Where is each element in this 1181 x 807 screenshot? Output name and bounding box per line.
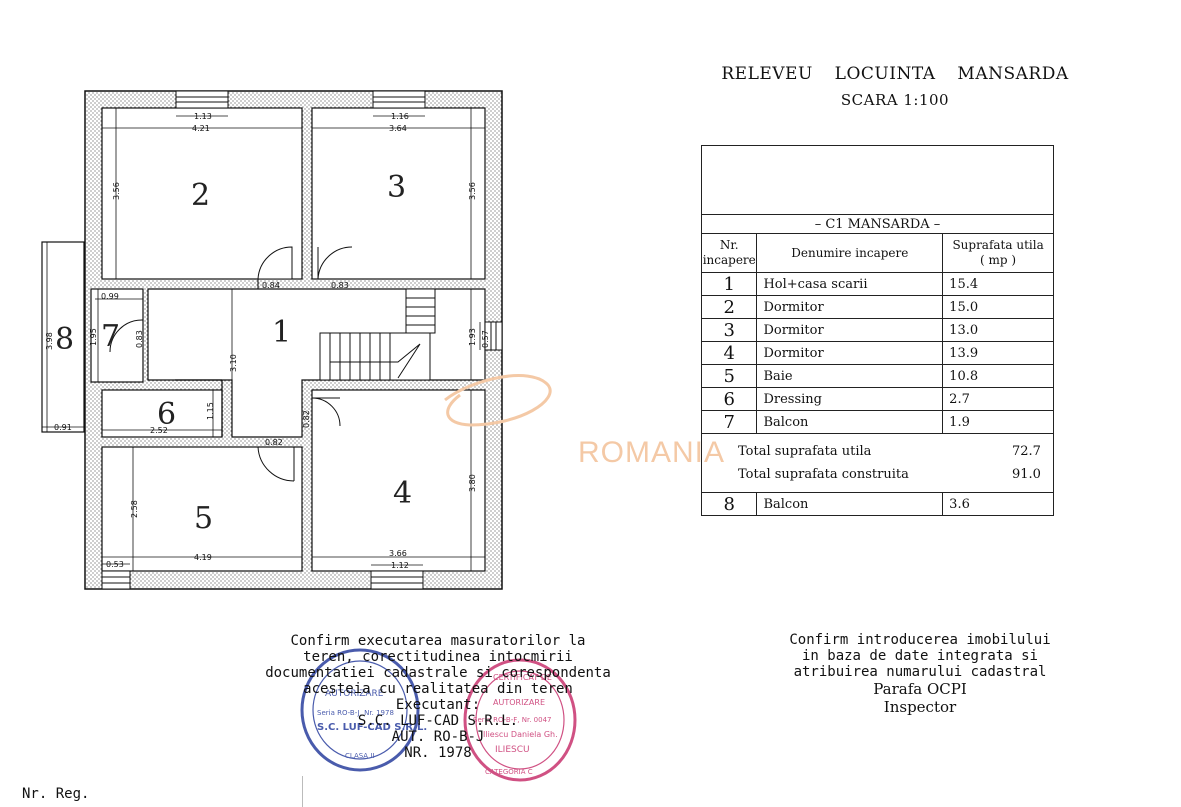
room-4-area [311,389,486,572]
dim-r5-height: 2.58 [130,500,139,518]
rooms-table: – C1 MANSARDA – Nr. incapere Denumire in… [700,214,1054,516]
dim-r5-window: 0.53 [106,560,124,569]
stamp-executant: AUTORIZARE Seria RO-B-J, Nr. 1978 S.C. L… [300,648,427,772]
dim-door5: 0.82 [265,438,283,447]
total-constr-label: Total suprafata construita [738,467,909,482]
room-label-8: 8 [55,322,74,357]
dim-r4-window: 1.12 [391,561,409,570]
dim-r7-height: 1.95 [89,328,98,346]
room-7-area [90,288,144,383]
col-header-nr: Nr. incapere [700,233,758,273]
ocpi-inspector-label: Inspector [883,698,957,716]
dim-r2-width: 4.21 [192,124,210,133]
window-r5 [101,570,131,590]
room-label-3: 3 [387,170,406,205]
dim-r2-window: 1.13 [194,112,212,121]
dim-r3-window: 1.16 [391,112,409,121]
stamp2-line6: CATEGORIA C [485,768,533,776]
room-label-1: 1 [272,315,291,350]
dim-door3: 0.83 [331,281,349,290]
room-label-5: 5 [194,501,213,536]
stamp1-line1: AUTORIZARE [325,689,384,699]
door-r5 [257,446,295,482]
dim-stair-window: 0.57 [481,330,490,348]
door-r7 [109,319,144,353]
ocpi-stamp-label: Parafa OCPI [873,680,967,698]
table-header-box [701,145,1054,215]
totals-cell: Total suprafata utila 72.7 Total suprafat… [701,433,1054,493]
watermark-text: ROMANIA [578,436,726,469]
dim-door2: 0.84 [262,281,280,290]
window-stair [484,321,503,351]
dim-r5-width: 4.19 [194,553,212,562]
total-util-label: Total suprafata utila [738,444,872,459]
room-label-7: 7 [101,319,120,354]
plan-title: RELEVEU LOCUINTA MANSARDA [721,64,1069,84]
stairs [319,288,436,381]
total-util-value: 72.7 [1012,444,1041,459]
dim-r2-height: 3.56 [112,182,121,200]
executant-confirmation: Confirm executarea masuratorilor la tere… [265,633,611,761]
room-label-2: 2 [191,178,210,213]
room-5-area [101,446,303,572]
dim-r6-width: 2.52 [150,426,168,435]
table-section-title: – C1 MANSARDA – [701,214,1054,234]
dim-r7-door: 0.83 [135,330,144,348]
room-2-area [101,107,303,280]
dim-r4-width: 3.66 [389,549,407,558]
col-header-name: Denumire incapere [756,233,944,273]
stamp2-line3: Seria RO-B-F, Nr. 0047 [473,716,551,724]
dim-stair-height: 1.93 [468,328,477,346]
stamp2-line1: CERTIFICAT DE [493,673,552,682]
door-r2 [257,246,293,289]
total-constr-value: 91.0 [1012,467,1041,482]
balcony-8 [41,241,85,433]
stamps: AUTORIZARE Seria RO-B-J, Nr. 1978 S.C. L… [300,648,577,782]
floor-plan: 1.13 4.21 1.16 3.64 3.56 3.56 0.84 0.83 … [41,90,552,590]
plan-scale: SCARA 1:100 [840,91,950,109]
window-r2 [175,90,229,109]
window-r4 [370,570,424,590]
stamp1-line4: CLASA II [345,752,374,760]
stamp2-line5: ILIESCU [495,745,530,755]
dim-r7-width: 0.99 [101,292,119,301]
dim-r3-height: 3.56 [468,182,477,200]
dim-r6-height: 1.15 [206,402,215,420]
divider [302,776,303,807]
stamp1-line2: Seria RO-B-J, Nr. 1978 [317,709,394,717]
stamp2-line4: Iliescu Daniela Gh. [483,730,558,739]
col-header-area: Suprafata utila ( mp ) [942,233,1054,273]
stamp1-line3: S.C. LUF-CAD S.R.L. [317,722,427,733]
dim-r4-height: 3.80 [468,474,477,492]
nr-reg-label: Nr. Reg. [22,786,90,802]
stamp-certificat: CERTIFICAT DE AUTORIZARE Seria RO-B-F, N… [463,658,577,782]
window-r3 [372,90,426,109]
stamp2-line2: AUTORIZARE [493,698,545,707]
dim-door4: 0.82 [302,410,311,428]
room-label-6: 6 [157,397,176,432]
dim-hall-height: 3.10 [229,354,238,372]
dim-balcony-width: 0.91 [54,423,72,432]
dim-balcony-height: 3.98 [45,332,54,350]
room-label-4: 4 [393,476,412,511]
dim-r3-width: 3.64 [389,124,407,133]
ocpi-confirmation: Confirm introducerea imobilului in baza … [760,632,1080,716]
watermark-swoosh [444,374,552,427]
door-r3 [317,246,353,280]
